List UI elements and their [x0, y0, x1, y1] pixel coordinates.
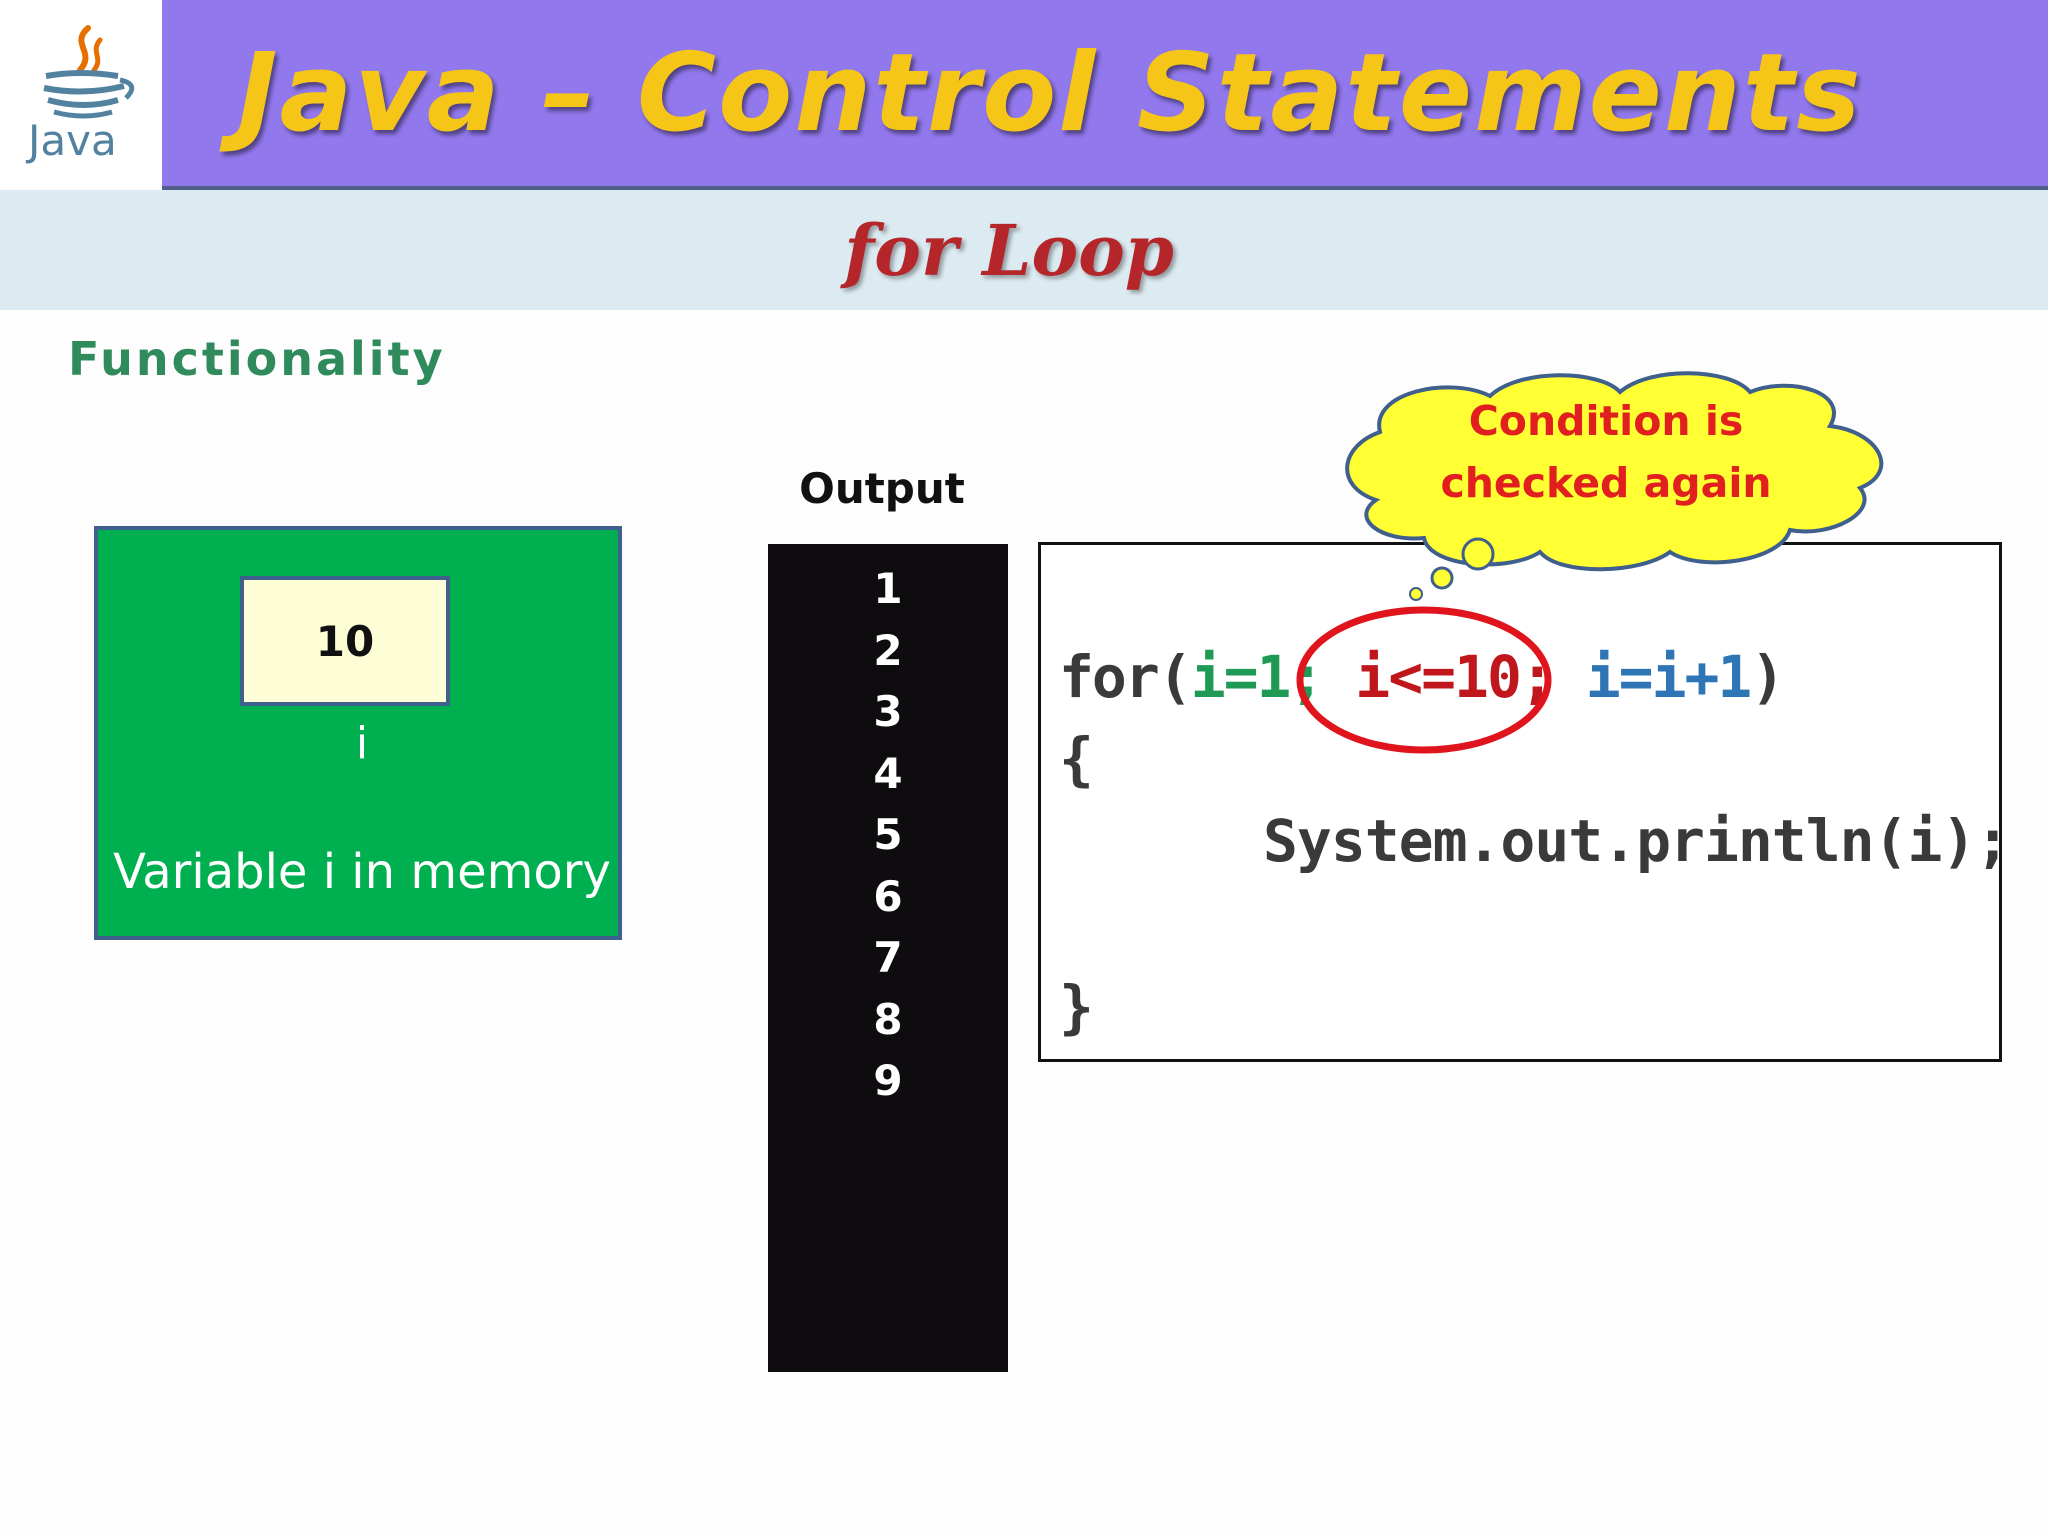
java-logo: Java	[0, 0, 162, 188]
output-line: 4	[768, 743, 1008, 805]
code-close-paren: )	[1750, 643, 1783, 711]
output-line: 6	[768, 866, 1008, 928]
output-line: 1	[768, 558, 1008, 620]
output-line: 9	[768, 1050, 1008, 1112]
code-body: System.out.println(i);	[1263, 807, 2009, 875]
callout-text: Condition is checked again	[1396, 390, 1816, 514]
memory-value: 10	[240, 576, 450, 706]
code-open-brace: {	[1059, 725, 1094, 793]
output-line: 3	[768, 681, 1008, 743]
java-logo-text: Java	[28, 116, 117, 165]
subtitle-bar: for Loop	[0, 190, 2048, 310]
output-line: 2	[768, 620, 1008, 682]
code-for-keyword: for(	[1059, 643, 1191, 711]
page-subtitle: for Loop	[844, 209, 1174, 292]
callout-line-2: checked again	[1396, 452, 1816, 514]
memory-variable-name: i	[98, 718, 626, 769]
output-line: 5	[768, 804, 1008, 866]
output-heading: Output	[796, 464, 968, 513]
output-line: 7	[768, 927, 1008, 989]
output-console: 1 2 3 4 5 6 7 8 9	[768, 544, 1008, 1372]
section-heading: Functionality	[68, 332, 446, 386]
memory-panel: 10 i Variable i in memory	[94, 526, 622, 940]
output-list: 1 2 3 4 5 6 7 8 9	[768, 558, 1008, 1112]
title-bar: Java – Control Statements	[162, 0, 2048, 190]
callout-line-1: Condition is	[1396, 390, 1816, 452]
memory-caption: Variable i in memory	[98, 844, 626, 900]
page-title: Java – Control Statements	[237, 31, 1862, 156]
code-close-brace: }	[1059, 973, 1094, 1041]
code-increment: i=i+1	[1586, 643, 1751, 711]
condition-highlight-ellipse	[1292, 604, 1556, 756]
output-line: 8	[768, 989, 1008, 1051]
